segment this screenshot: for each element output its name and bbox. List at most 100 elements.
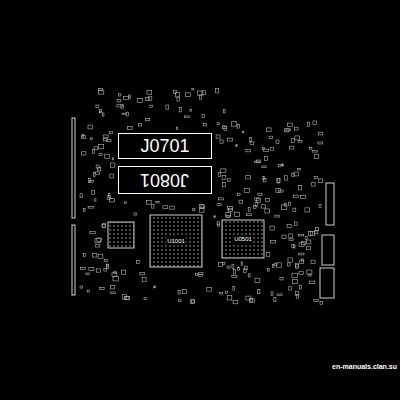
smd-pad bbox=[222, 175, 226, 179]
smd-pad bbox=[117, 99, 120, 102]
smd-pad bbox=[98, 90, 103, 94]
smd-pad bbox=[295, 222, 298, 225]
smd-pad bbox=[118, 94, 120, 96]
smd-pad bbox=[294, 172, 299, 176]
smd-pad bbox=[298, 168, 301, 170]
smd-pad bbox=[255, 278, 260, 282]
smd-pad bbox=[256, 199, 260, 203]
smd-pad bbox=[107, 196, 110, 200]
smd-pad bbox=[233, 286, 235, 290]
connector-label: J0801 bbox=[118, 166, 212, 194]
smd-pad bbox=[265, 198, 269, 201]
smd-pad bbox=[222, 182, 225, 186]
smd-pad bbox=[134, 213, 137, 215]
smd-pad bbox=[98, 254, 103, 258]
smd-pad bbox=[310, 231, 314, 235]
smd-pad bbox=[248, 208, 250, 212]
smd-pad bbox=[145, 118, 150, 120]
smd-pad bbox=[152, 204, 154, 208]
smd-pad bbox=[318, 132, 322, 135]
smd-pad bbox=[144, 298, 146, 300]
smd-pad bbox=[238, 267, 240, 270]
smd-pad bbox=[100, 287, 105, 289]
smd-pad bbox=[106, 264, 108, 268]
smd-pad bbox=[282, 205, 287, 209]
smd-pad bbox=[319, 204, 321, 207]
smd-pad bbox=[232, 122, 237, 126]
smd-pad bbox=[254, 206, 256, 209]
smd-pad bbox=[93, 172, 95, 176]
smd-pad bbox=[246, 296, 251, 300]
smd-pad bbox=[250, 299, 255, 303]
smd-pad bbox=[289, 239, 293, 241]
part-ref: J0801 bbox=[140, 171, 189, 189]
smd-pad bbox=[95, 172, 99, 174]
smd-pad bbox=[166, 105, 169, 109]
smd-pad bbox=[288, 202, 290, 205]
smd-pad bbox=[277, 179, 280, 183]
smd-pad bbox=[95, 239, 100, 243]
smd-pad bbox=[111, 285, 115, 289]
smd-pad bbox=[219, 263, 223, 267]
smd-pad bbox=[108, 193, 110, 197]
smd-pad bbox=[267, 269, 269, 271]
smd-pad bbox=[221, 169, 226, 173]
smd-pad bbox=[124, 202, 126, 204]
smd-pad bbox=[109, 132, 112, 134]
chip-label: U1001 bbox=[150, 215, 202, 267]
smd-pad bbox=[271, 240, 276, 243]
smd-pad bbox=[80, 194, 82, 198]
smd-pad bbox=[122, 295, 126, 299]
smd-pad bbox=[278, 165, 280, 167]
smd-pad bbox=[195, 274, 197, 276]
smd-pad bbox=[112, 158, 114, 160]
smd-pad bbox=[228, 208, 232, 211]
smd-pad bbox=[198, 91, 203, 95]
smd-pad bbox=[244, 189, 249, 193]
smd-pad bbox=[149, 96, 152, 100]
smd-pad bbox=[292, 279, 297, 283]
smd-pad bbox=[227, 138, 232, 141]
smd-pad bbox=[276, 140, 279, 144]
smd-pad bbox=[313, 121, 317, 124]
smd-pad bbox=[301, 196, 306, 199]
smd-pad bbox=[237, 125, 239, 129]
smd-pad bbox=[122, 113, 126, 115]
smd-pad bbox=[277, 263, 282, 267]
smd-pad bbox=[88, 290, 90, 292]
smd-pad bbox=[250, 142, 254, 145]
smd-pad bbox=[90, 232, 95, 234]
smd-pad bbox=[173, 91, 176, 94]
smd-pad bbox=[105, 154, 110, 158]
smd-pad bbox=[216, 89, 219, 93]
smd-pad bbox=[288, 263, 290, 266]
smd-pad bbox=[288, 258, 292, 262]
smd-pad bbox=[147, 91, 152, 95]
smd-pad bbox=[126, 112, 128, 116]
smd-pad bbox=[277, 294, 282, 296]
smd-pad bbox=[140, 272, 145, 274]
smd-pad bbox=[217, 123, 219, 125]
smd-pad bbox=[214, 216, 216, 218]
smd-pad bbox=[282, 164, 284, 166]
smd-pad bbox=[127, 127, 132, 130]
smd-pad bbox=[102, 224, 105, 227]
smd-pad bbox=[146, 201, 151, 205]
smd-pad bbox=[98, 144, 103, 148]
smd-pad bbox=[202, 91, 206, 95]
smd-pad bbox=[311, 260, 315, 263]
smd-pad bbox=[296, 294, 298, 298]
smd-pad bbox=[190, 110, 192, 112]
smd-pad bbox=[262, 166, 267, 168]
connector-label: J0701 bbox=[118, 133, 212, 159]
smd-pad bbox=[299, 272, 303, 274]
smd-pad bbox=[96, 269, 100, 272]
smd-pad bbox=[289, 287, 292, 290]
part-ref: U1001 bbox=[166, 237, 186, 245]
smd-pad bbox=[176, 127, 178, 129]
smd-pad bbox=[236, 145, 238, 147]
smd-pad bbox=[280, 278, 283, 280]
smd-pad bbox=[258, 193, 262, 195]
smd-pad bbox=[225, 291, 227, 293]
